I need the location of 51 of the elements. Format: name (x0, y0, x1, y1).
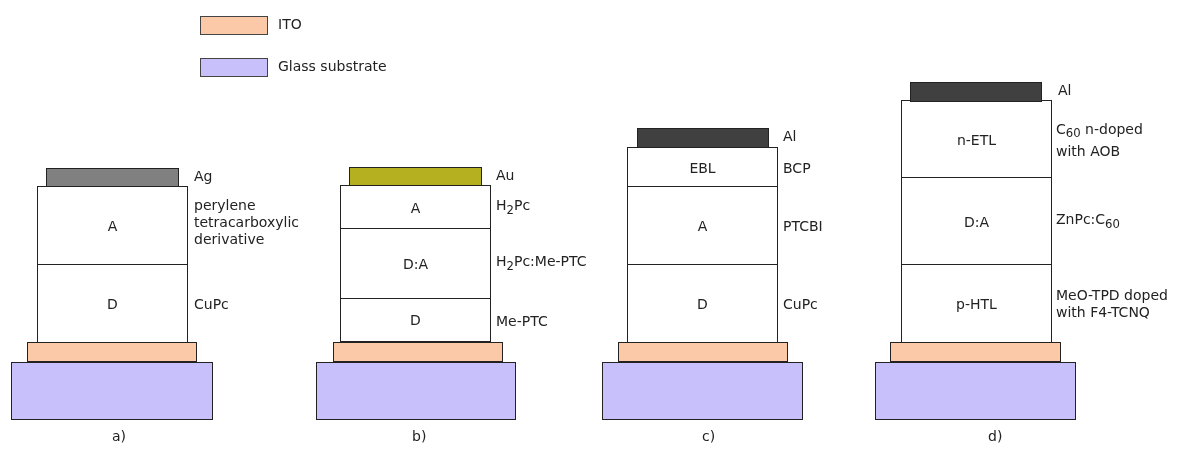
layer-label: A (107, 218, 118, 234)
contact-bar (637, 128, 769, 148)
layer-box (901, 177, 1052, 266)
layer-label: D (697, 295, 708, 312)
layer-box (340, 298, 491, 342)
layer-box (340, 185, 491, 230)
material-label: Me-PTC (496, 312, 548, 330)
panel-caption: Al (1058, 82, 1072, 98)
electrode-bar (333, 342, 503, 362)
layer-box (37, 186, 188, 266)
material-label: CuPc (783, 295, 818, 313)
panel-caption: Ag (194, 168, 213, 184)
layer-box (340, 228, 491, 300)
legend-label: Glass substrate (278, 58, 387, 74)
contact-bar (910, 82, 1042, 102)
layer-label: D:A (402, 256, 429, 272)
material-label: CuPc (194, 295, 229, 313)
layer-box (627, 186, 778, 266)
layer-label: D (107, 295, 118, 312)
material-label: BCP (783, 159, 811, 177)
layer-label: EBL (689, 159, 716, 176)
layer-label: p-HTL (956, 295, 997, 312)
layer-box (627, 264, 778, 343)
substrate-bar (316, 362, 516, 420)
material-label: PTCBI (783, 217, 823, 235)
panel-caption: Au (496, 167, 515, 183)
substrate-bar (602, 362, 803, 420)
contact-bar (349, 167, 482, 186)
material-label: H$_{2}$Pc:Me-PTC (496, 253, 588, 275)
material-label: MeO-TPD doped with F4-TCNQ (1056, 287, 1169, 321)
contact-bar (46, 168, 179, 187)
layer-box (901, 264, 1052, 343)
substrate-bar (11, 362, 213, 420)
layer-box (627, 147, 778, 188)
electrode-bar (890, 342, 1061, 362)
material-label: perylene tetracarboxylic derivative (194, 196, 301, 248)
substrate-bar (875, 362, 1076, 420)
layer-label: D (410, 312, 421, 328)
panel-caption: Al (783, 128, 797, 144)
electrode-bar (618, 342, 788, 362)
electrode-bar (27, 342, 197, 362)
layer-box (901, 100, 1052, 179)
material-label: C$_{60}$ n-doped with AOB (1056, 120, 1144, 160)
layer-label: D:A (963, 213, 990, 230)
layer-label: A (410, 199, 421, 216)
layer-label: A (697, 218, 708, 234)
material-label: H$_{2}$Pc (496, 197, 531, 219)
layer-label: n-ETL (956, 131, 997, 148)
legend-label: ITO (278, 16, 302, 32)
material-label: ZnPc:C$_{60}$ (1056, 211, 1120, 233)
layer-box (37, 264, 188, 343)
